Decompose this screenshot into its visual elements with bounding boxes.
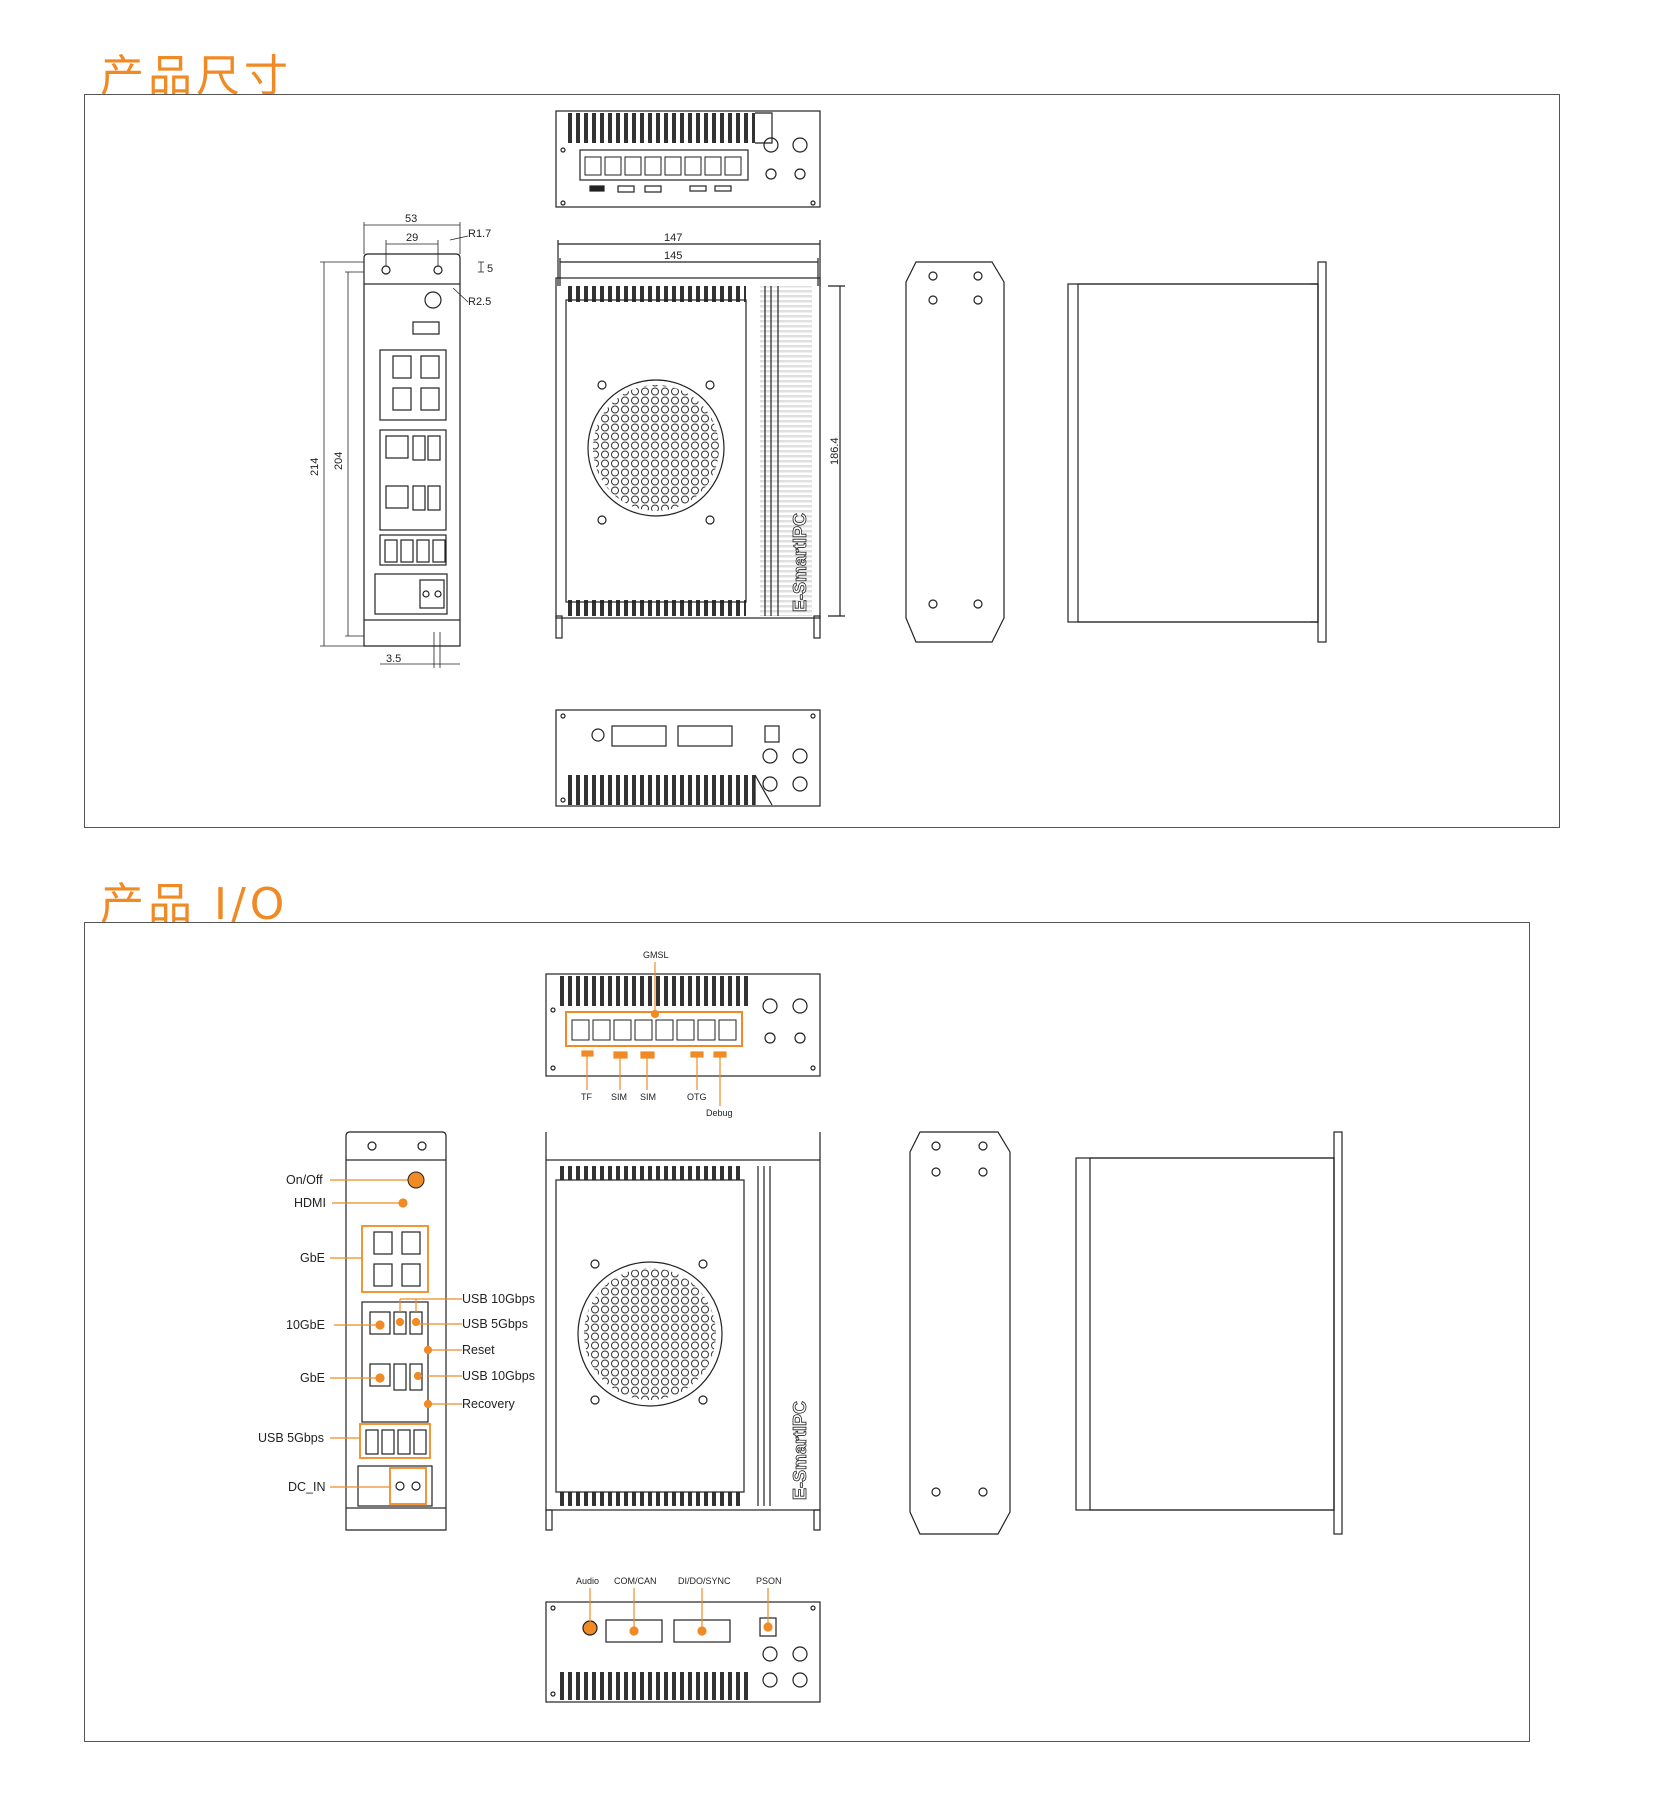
label-recovery: Recovery [462,1397,516,1411]
io-front-callouts [330,1171,462,1488]
io-top-callouts [581,962,727,1106]
dim-width-inner: 29 [406,232,418,244]
io-bottom-callouts [589,1588,773,1636]
label-usb5-left: USB 5Gbps [258,1431,324,1445]
rear-view [1067,261,1327,643]
label-usb10-a: USB 10Gbps [462,1292,535,1306]
brand-logo: E-SmartIPC [790,513,810,612]
side-fan-view [555,240,845,639]
label-usb5-right: USB 5Gbps [462,1317,528,1331]
dim-width-outer: 53 [405,213,417,225]
label-gbe-top: GbE [300,1251,325,1265]
back-plate-view [905,261,1005,643]
front-io-view [363,253,461,647]
label-gmsl: GMSL [643,950,669,960]
label-hdmi: HDMI [294,1196,326,1210]
label-com-can: COM/CAN [614,1576,657,1586]
dim-height-inner: 204 [333,452,345,470]
label-tf: TF [581,1092,592,1102]
label-debug: Debug [706,1108,733,1118]
io-front-face [345,1131,447,1531]
label-usb10-b: USB 10Gbps [462,1369,535,1383]
label-gbe-mid: GbE [300,1371,325,1385]
dim-foot: 3.5 [386,653,401,665]
io-side-fan-view [545,1132,821,1531]
brand-logo-io: E-SmartIPC [790,1401,810,1500]
section-title-io: 产品 I/O [100,879,289,930]
section-title-dimensions: 产品尺寸 [100,51,292,102]
bottom-panel-view [555,709,821,807]
dim-offset-top: 5 [487,263,493,275]
label-10gbe: 10GbE [286,1318,325,1332]
label-reset: Reset [462,1343,495,1357]
label-di-do-sync: DI/DO/SYNC [678,1576,731,1586]
dim-length-inner: 145 [664,250,682,262]
dim-height-outer: 214 [309,458,321,476]
dim-radius-large: R2.5 [468,296,491,308]
label-sim-2: SIM [640,1092,656,1102]
io-back-plate-view [909,1131,1011,1535]
io-rear-view [1075,1131,1343,1535]
dim-depth: 186.4 [829,437,841,465]
label-sim-1: SIM [611,1092,627,1102]
front-dimension-lines [320,222,484,668]
label-on-off: On/Off [286,1173,323,1187]
label-otg: OTG [687,1092,707,1102]
label-dc-in: DC_IN [288,1480,326,1494]
dimensions-frame [84,94,1560,828]
dim-radius-small: R1.7 [468,228,491,240]
io-bottom-panel [545,1601,821,1703]
label-pson: PSON [756,1576,782,1586]
io-frame [84,922,1530,1742]
top-panel-view [555,110,821,208]
label-audio: Audio [576,1576,599,1586]
dim-length-outer: 147 [664,232,682,244]
